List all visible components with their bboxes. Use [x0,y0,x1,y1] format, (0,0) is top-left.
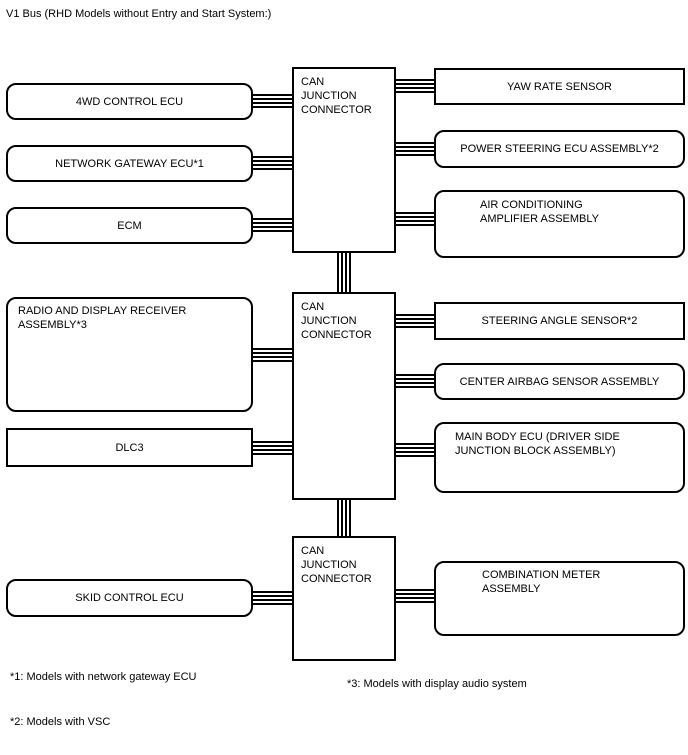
node-skid-control-ecu: SKID CONTROL ECU [6,579,253,617]
bus-line-dlc3-to-junction2 [251,441,294,455]
footnote-1: *1: Models with network gateway ECU [10,671,197,683]
node-dlc3: DLC3 [6,428,253,467]
node-4wd-control-ecu: 4WD CONTROL ECU [6,83,253,120]
node-ecm: ECM [6,207,253,244]
node-steering-angle-sensor: STEERING ANGLE SENSOR*2 [434,302,685,340]
bus-line-junction2-to-airbag [394,374,436,388]
node-combination-meter-assembly: COMBINATION METER ASSEMBLY [434,561,685,636]
node-network-gateway-ecu: NETWORK GATEWAY ECU*1 [6,145,253,182]
bus-line-junction1-to-junction2 [337,253,351,292]
can-junction-connector-3: CAN JUNCTION CONNECTOR [292,536,396,661]
node-radio-display-receiver-assembly: RADIO AND DISPLAY RECEIVER ASSEMBLY*3 [6,297,253,412]
bus-line-ecm-to-junction1 [251,218,294,232]
node-yaw-rate-sensor: YAW RATE SENSOR [434,68,685,105]
node-power-steering-ecu-assembly: POWER STEERING ECU ASSEMBLY*2 [434,130,685,168]
bus-line-junction1-to-powersteering [394,142,436,156]
node-air-conditioning-amplifier-assembly: AIR CONDITIONING AMPLIFIER ASSEMBLY [434,190,685,258]
bus-line-radio-to-junction2 [251,348,294,362]
node-main-body-ecu: MAIN BODY ECU (DRIVER SIDE JUNCTION BLOC… [434,422,685,493]
bus-line-skid-to-junction3 [251,591,294,605]
footnote-3: *3: Models with display audio system [347,678,527,690]
bus-line-junction2-to-steeringangle [394,314,436,328]
node-center-airbag-sensor-assembly: CENTER AIRBAG SENSOR ASSEMBLY [434,363,685,400]
can-junction-connector-1: CAN JUNCTION CONNECTOR [292,67,396,253]
bus-line-junction2-to-junction3 [337,500,351,536]
bus-line-junction2-to-mainbody [394,443,436,457]
diagram-title: V1 Bus (RHD Models without Entry and Sta… [6,8,272,20]
bus-line-junction1-to-yaw [394,79,436,93]
bus-line-junction1-to-aircon [394,212,436,226]
bus-line-networkgw-to-junction1 [251,156,294,170]
bus-line-junction3-to-combometer [394,589,436,603]
can-junction-connector-2: CAN JUNCTION CONNECTOR [292,292,396,500]
bus-line-4wd-to-junction1 [251,94,294,108]
footnote-2: *2: Models with VSC [10,716,111,728]
